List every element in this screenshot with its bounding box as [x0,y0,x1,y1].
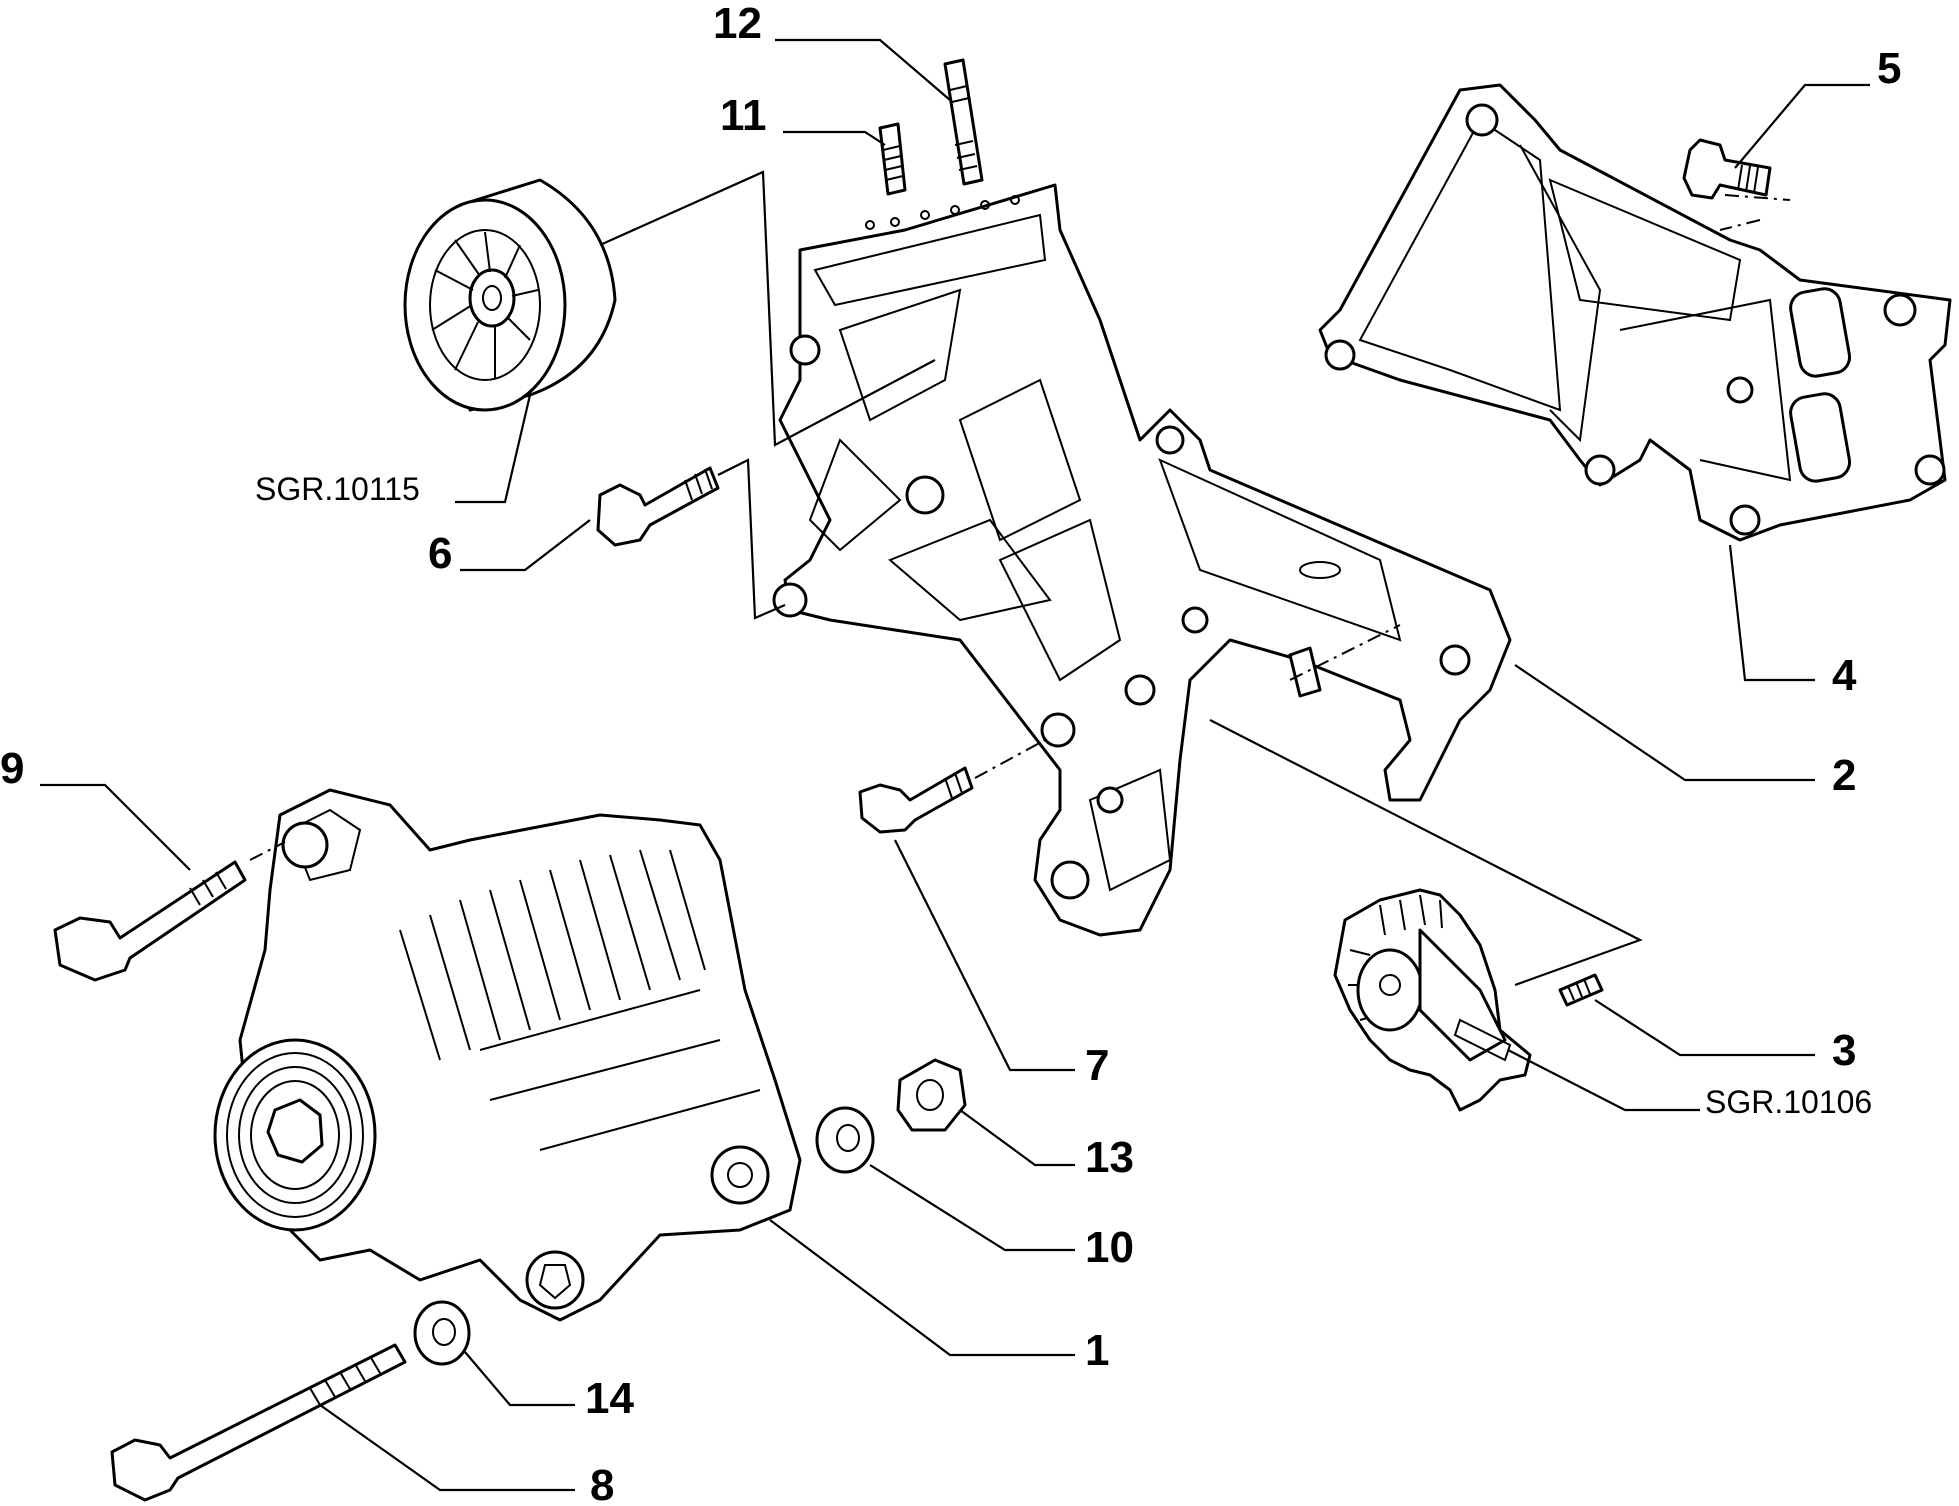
spring-3-icon [1558,973,1604,1007]
leader-lines [40,38,1870,1492]
washer-14-icon [413,1300,471,1366]
callout-6: 6 [428,529,452,578]
pulley-icon [403,178,617,412]
callout-3: 3 [1832,1026,1856,1075]
callout-9: 9 [0,744,24,793]
callout-4: 4 [1832,651,1857,700]
callout-5: 5 [1877,44,1901,93]
stud-11-icon [878,122,907,196]
callout-13: 13 [1085,1133,1134,1182]
support-bracket-icon [1318,83,1952,542]
tensioner-icon [1333,888,1532,1112]
washer-10-icon [815,1106,875,1174]
callout-7: 7 [1085,1041,1109,1090]
nut-13-icon [896,1058,967,1132]
bolt-5-icon [1682,138,1772,200]
callout-11: 11 [720,91,767,140]
callout-10: 10 [1085,1223,1134,1272]
callout-labels: 1 2 3 4 5 6 7 8 9 10 11 12 13 14 SGR.101… [0,0,1901,1506]
callout-8: 8 [590,1461,614,1506]
bolt-8-icon [110,1343,407,1502]
reference-sgr-10115: SGR.10115 [255,471,420,507]
callout-14: 14 [585,1374,634,1423]
stud-12-icon [943,58,984,186]
bolt-7-icon [858,766,974,834]
callout-1: 1 [1085,1326,1109,1375]
callout-2: 2 [1832,751,1856,800]
alternator-icon [213,788,802,1322]
reference-sgr-10106: SGR.10106 [1705,1084,1872,1120]
bracket-icon [772,183,1512,937]
bolt-6-icon [596,466,720,547]
alignment-axes [249,194,1791,861]
callout-12: 12 [713,0,762,48]
bolt-9-icon [53,860,247,982]
